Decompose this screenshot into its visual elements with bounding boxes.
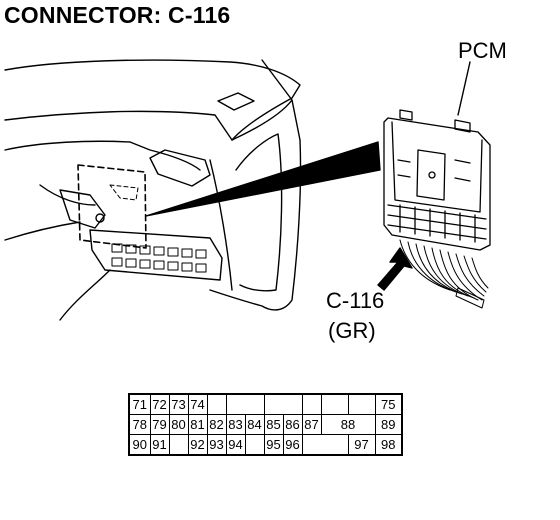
pin-cell-empty xyxy=(168,434,189,456)
pcm-leader-line xyxy=(457,61,471,116)
mounting-bolt xyxy=(95,213,105,223)
pin-cell: 75 xyxy=(374,393,403,415)
pin-cell: 87 xyxy=(301,414,322,435)
relay-block xyxy=(111,243,207,273)
pin-cell: 97 xyxy=(347,434,376,456)
pin-cell: 95 xyxy=(263,434,284,456)
pin-cell: 79 xyxy=(149,414,170,435)
floor-line xyxy=(59,269,111,321)
pin-cell: 84 xyxy=(244,414,265,435)
pin-cell-empty xyxy=(320,393,349,415)
pin-cell: 89 xyxy=(374,414,403,435)
side-panel-outline xyxy=(209,99,302,311)
pin-cell: 93 xyxy=(206,434,227,456)
dashboard-upper-edge xyxy=(4,110,233,141)
pin-cell-empty xyxy=(301,434,349,456)
pin-cell: 82 xyxy=(206,414,227,435)
pin-cell-empty xyxy=(263,393,303,415)
pin-cell: 73 xyxy=(168,393,189,415)
connector-arrow xyxy=(377,247,413,291)
pcm-location-illustration xyxy=(4,59,491,321)
diagram-title: CONNECTOR: C-116 xyxy=(4,2,231,28)
zoom-pointer-wedge xyxy=(145,141,381,217)
pin-cell: 74 xyxy=(187,393,208,415)
lower-dash-panel xyxy=(89,229,223,281)
pin-cell-empty xyxy=(301,393,322,415)
pin-cell-empty xyxy=(225,393,265,415)
dashboard-top xyxy=(4,59,301,141)
pcm-location-box xyxy=(77,164,147,249)
pin-cell: 96 xyxy=(282,434,303,456)
pin-cell-empty xyxy=(244,434,265,456)
pin-cell: 85 xyxy=(263,414,284,435)
connector-id-label: C-116 xyxy=(326,288,385,313)
pin-cell-empty xyxy=(206,393,227,415)
pin-cell: 94 xyxy=(225,434,246,456)
dash-vent xyxy=(149,149,211,187)
pin-cell: 88 xyxy=(320,414,376,435)
pin-cell: 83 xyxy=(225,414,246,435)
defroster-vent xyxy=(217,92,255,111)
pcm-module-drawing xyxy=(383,109,491,251)
windshield-line xyxy=(261,59,293,101)
pin-cell: 90 xyxy=(128,434,151,456)
pin-cell: 78 xyxy=(128,414,151,435)
pin-cell: 72 xyxy=(149,393,170,415)
pin-cell: 86 xyxy=(282,414,303,435)
pin-cell-empty xyxy=(347,393,376,415)
connector-wire-bundle xyxy=(399,239,489,309)
pin-cell: 80 xyxy=(168,414,189,435)
pin-cell: 98 xyxy=(374,434,403,456)
pcm-hidden-outline xyxy=(109,184,139,201)
dash-lower-curve xyxy=(4,221,81,241)
pin-cell: 81 xyxy=(187,414,208,435)
pin-cell: 91 xyxy=(149,434,170,456)
pcm-label: PCM xyxy=(458,38,507,63)
kick-panel-curve xyxy=(209,159,233,291)
connector-color-label: (GR) xyxy=(328,318,376,343)
dash-face-outline xyxy=(4,140,201,171)
side-panel-inner xyxy=(235,133,283,292)
pin-cell: 71 xyxy=(128,393,151,415)
pin-cell: 92 xyxy=(187,434,208,456)
wire-harness-left xyxy=(39,184,96,206)
